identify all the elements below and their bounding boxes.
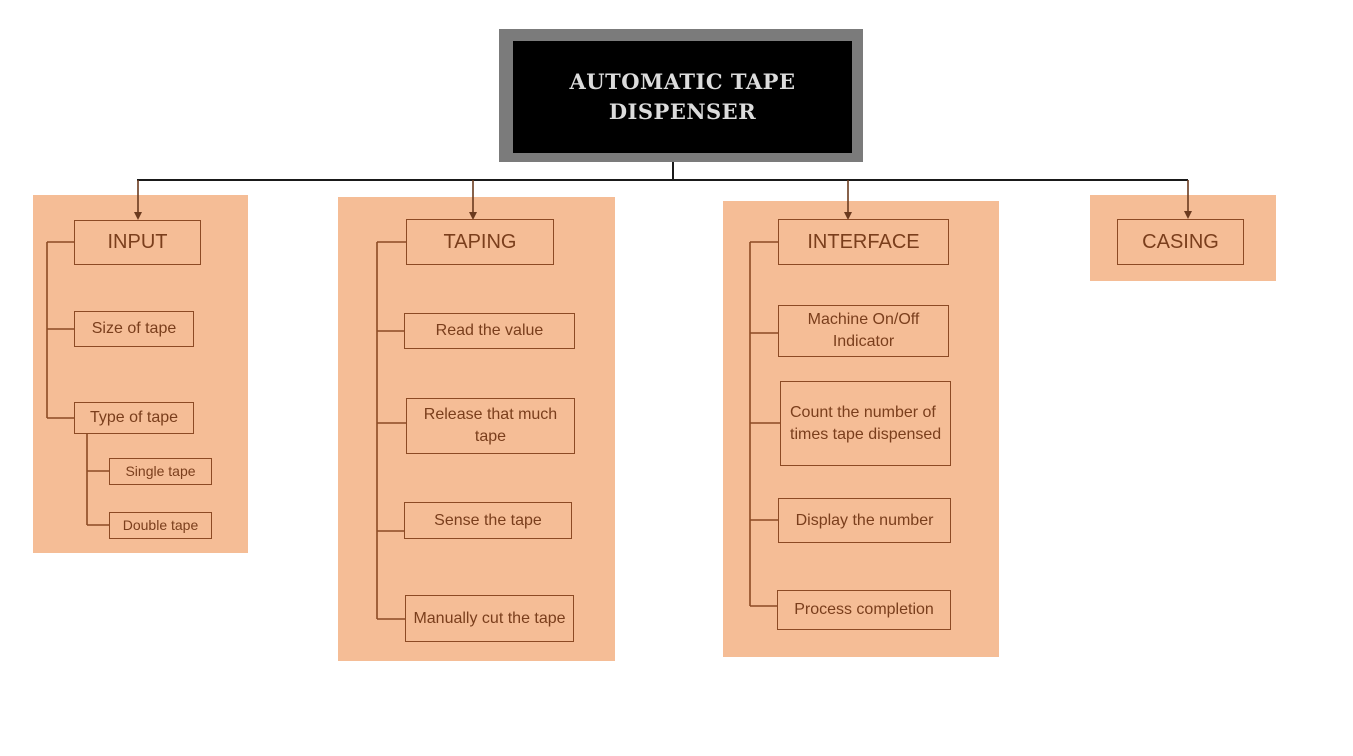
interface-item-count: Count the number of times tape dispensed bbox=[780, 381, 951, 466]
diagram-title: AUTOMATIC TAPE DISPENSER bbox=[513, 41, 852, 153]
taping-item-cut: Manually cut the tape bbox=[405, 595, 574, 642]
interface-item-completion: Process completion bbox=[777, 590, 951, 630]
interface-heading-box: INTERFACE bbox=[778, 219, 949, 265]
taping-heading-box: TAPING bbox=[406, 219, 554, 265]
type-option-single: Single tape bbox=[109, 458, 212, 485]
input-item-type: Type of tape bbox=[74, 402, 194, 434]
input-heading-box: INPUT bbox=[74, 220, 201, 265]
interface-item-indicator: Machine On/Off Indicator bbox=[778, 305, 949, 357]
input-item-size: Size of tape bbox=[74, 311, 194, 347]
input-heading: INPUT bbox=[107, 231, 168, 253]
taping-item-sense: Sense the tape bbox=[404, 502, 572, 539]
interface-item-display: Display the number bbox=[778, 498, 951, 543]
casing-heading-box: CASING bbox=[1117, 219, 1244, 265]
taping-heading: TAPING bbox=[443, 230, 517, 253]
taping-item-release: Release that much tape bbox=[406, 398, 575, 454]
type-option-double: Double tape bbox=[109, 512, 212, 539]
interface-heading: INTERFACE bbox=[807, 230, 920, 253]
casing-heading: CASING bbox=[1142, 230, 1219, 253]
taping-item-read: Read the value bbox=[404, 313, 575, 349]
